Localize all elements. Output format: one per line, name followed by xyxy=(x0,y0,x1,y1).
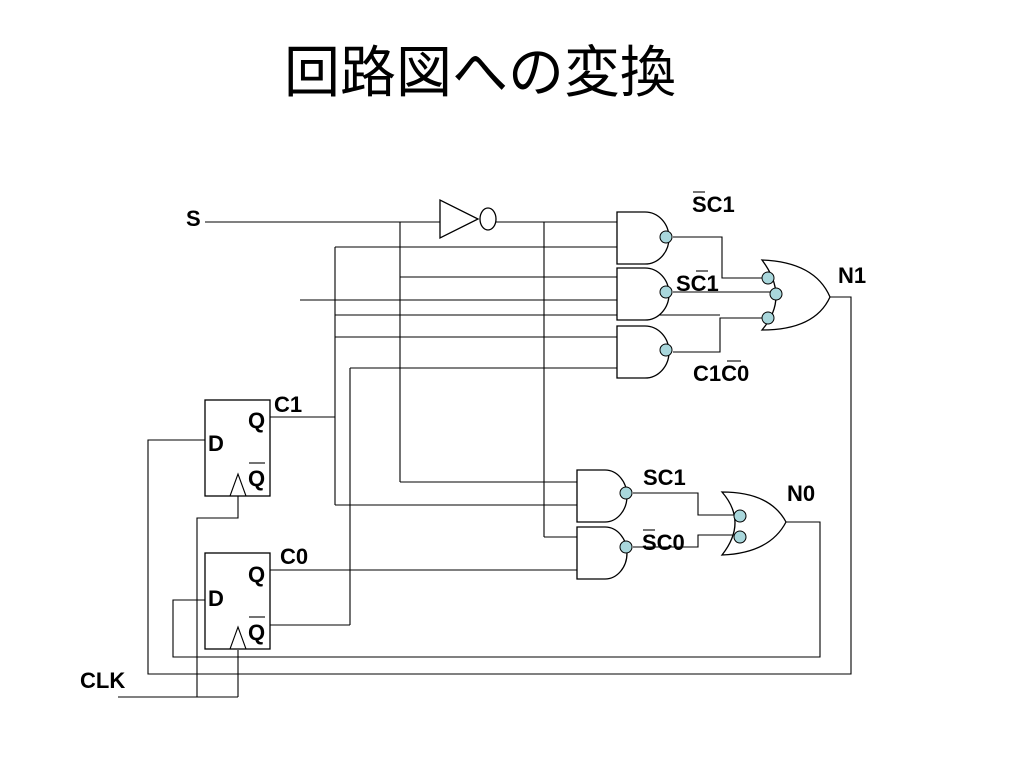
or-gate-n0 xyxy=(720,491,787,556)
ff0-d-label: D xyxy=(208,586,224,611)
term-s-c1: SC1 xyxy=(643,465,686,490)
ff1-output-label: C1 xyxy=(274,392,302,417)
term-s-c1bar: SC1 xyxy=(676,271,719,296)
term-sbar-c0: SC0 xyxy=(642,530,685,555)
flip-flop-c1 xyxy=(204,399,271,497)
and-gate-5 xyxy=(576,526,633,580)
term-sbar-c1: SC1 xyxy=(692,192,735,217)
ff0-output-label: C0 xyxy=(280,544,308,569)
wire-clk-ff1 xyxy=(196,495,239,697)
page-title: 回路図への変換 xyxy=(284,41,676,106)
not-gate xyxy=(439,198,497,240)
wire-n1-feedback xyxy=(147,296,852,675)
ff1-qbar-label: Q xyxy=(248,466,265,491)
label-clk: CLK xyxy=(80,668,125,693)
overbars xyxy=(249,191,741,618)
wire-and3-or1 xyxy=(673,317,765,353)
ff0-qbar-label: Q xyxy=(248,620,265,645)
or-gate-n1 xyxy=(760,259,831,331)
and-gate-1 xyxy=(616,211,673,265)
and-gate-2 xyxy=(616,267,673,321)
ff0-q-label: Q xyxy=(248,562,265,587)
output-n1: N1 xyxy=(838,263,866,288)
and-gate-3 xyxy=(616,325,673,379)
wire-and1-or1 xyxy=(673,236,765,279)
output-n0: N0 xyxy=(787,481,815,506)
flip-flop-c0 xyxy=(204,552,271,650)
and-gate-4 xyxy=(576,469,633,523)
wire-and5-or0 xyxy=(633,534,738,548)
label-s: S xyxy=(186,206,201,231)
wire-and4-or0 xyxy=(633,492,738,516)
ff1-d-label: D xyxy=(208,431,224,456)
ff1-q-label: Q xyxy=(248,408,265,433)
term-c1-c0bar: C1C0 xyxy=(693,361,749,386)
wire-n0-feedback xyxy=(172,521,821,658)
